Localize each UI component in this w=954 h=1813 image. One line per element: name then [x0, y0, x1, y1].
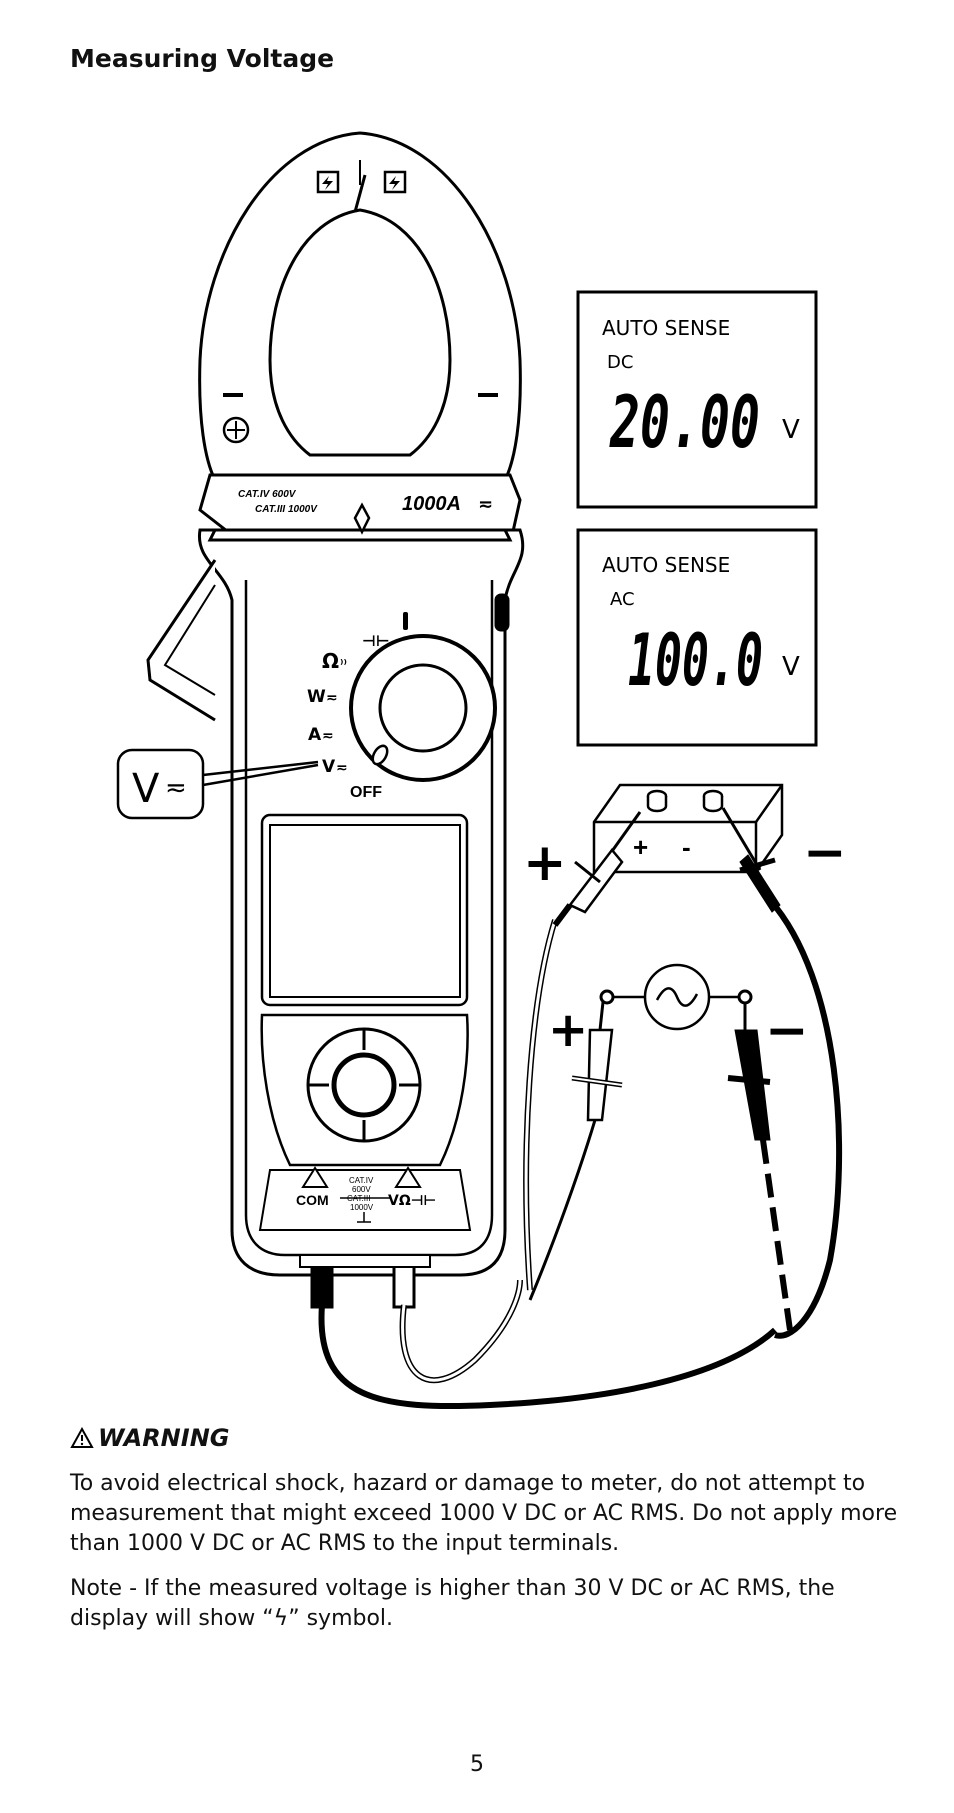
warning-text: To avoid electrical shock, hazard or dam… — [70, 1471, 898, 1556]
meter-body — [146, 473, 525, 1309]
rotary-dial — [349, 634, 497, 782]
dial-temp-icon — [403, 612, 408, 630]
clamp-jaw — [198, 131, 522, 482]
dial-off-label: OFF — [350, 784, 382, 801]
lcd-dc-panel: AUTO SENSE DC 20.00 V — [576, 290, 818, 509]
dial-amp-label: A — [308, 725, 322, 745]
current-rating-label: 1000A — [402, 493, 461, 515]
callout-acdc: ≂ — [165, 773, 187, 803]
polarity-minus-top: − — [803, 823, 847, 883]
cat-iii-label: CAT.III 1000V — [255, 504, 318, 515]
dial-volt-label: V — [322, 757, 336, 777]
lcd-ac-mode: AUTO SENSE — [602, 553, 730, 577]
polarity-plus-bottom: + — [548, 1002, 588, 1058]
dial-watt-acdc: ≂ — [326, 690, 338, 706]
cat-iv-label: CAT.IV 600V — [238, 489, 297, 500]
polarity-plus-top: + — [523, 833, 567, 893]
ac-source — [599, 963, 753, 1031]
lcd-dc-reading: 20.00 — [609, 380, 760, 464]
terminal-600v: 600V — [352, 1185, 371, 1194]
lcd-ac-unit: V — [782, 652, 800, 682]
jaw-marker — [353, 502, 371, 535]
warning-note: Note - If the measured voltage is higher… — [70, 1576, 835, 1631]
warning-heading: WARNING — [70, 1424, 229, 1452]
dial-watt-label: W — [307, 687, 326, 707]
lcd-dc-mode: AUTO SENSE — [602, 316, 730, 340]
dial-ohm-label: Ω — [322, 649, 339, 673]
ac-dc-symbol: ≂ — [478, 494, 493, 515]
com-terminal-label: COM — [296, 1192, 329, 1208]
dial-volt-acdc: ≂ — [336, 760, 348, 776]
lcd-dc-type: DC — [607, 352, 633, 373]
dial-amp-acdc: ≂ — [322, 728, 334, 744]
terminal-1000v: 1000V — [350, 1203, 374, 1212]
flash-icon — [322, 176, 400, 190]
test-leads — [318, 807, 843, 1410]
clamp-meter-illustration: CAT.IV 600V CAT.III 1000V 1000A ≂ Ω ⁾⁾ ⊣… — [116, 131, 847, 1410]
warning-triangle-icon — [70, 1427, 94, 1448]
callout-v-label: V — [132, 766, 160, 812]
terminal-labels: COM CAT.IV 600V CAT.III 1000V VΩ⊣⊢ — [296, 1166, 436, 1223]
lcd-ac-panel: AUTO SENSE AC 100.0 V — [576, 528, 818, 747]
battery-minus-label: - — [682, 832, 691, 862]
voltage-callout: V ≂ — [116, 748, 319, 820]
lcd-ac-reading: 100.0 — [628, 618, 763, 702]
v-ohm-terminal-label: VΩ⊣⊢ — [388, 1193, 436, 1209]
polarity-minus-bottom: − — [765, 1001, 809, 1061]
warning-triangle-icon-right — [394, 1166, 422, 1188]
lcd-dc-unit: V — [782, 415, 800, 445]
warning-triangle-icon — [301, 1166, 329, 1188]
page-number: 5 — [470, 1752, 484, 1777]
dial-cap-label: ⊣⊢ — [362, 632, 389, 650]
dial-sound-icon: ⁾⁾ — [340, 657, 347, 671]
page-title: Measuring Voltage — [70, 44, 335, 73]
terminal-cat-iv: CAT.IV — [349, 1176, 374, 1185]
battery-plus-label: + — [633, 832, 648, 862]
warning-heading-text: WARNING — [98, 1424, 230, 1452]
lcd-ac-type: AC — [610, 589, 635, 610]
